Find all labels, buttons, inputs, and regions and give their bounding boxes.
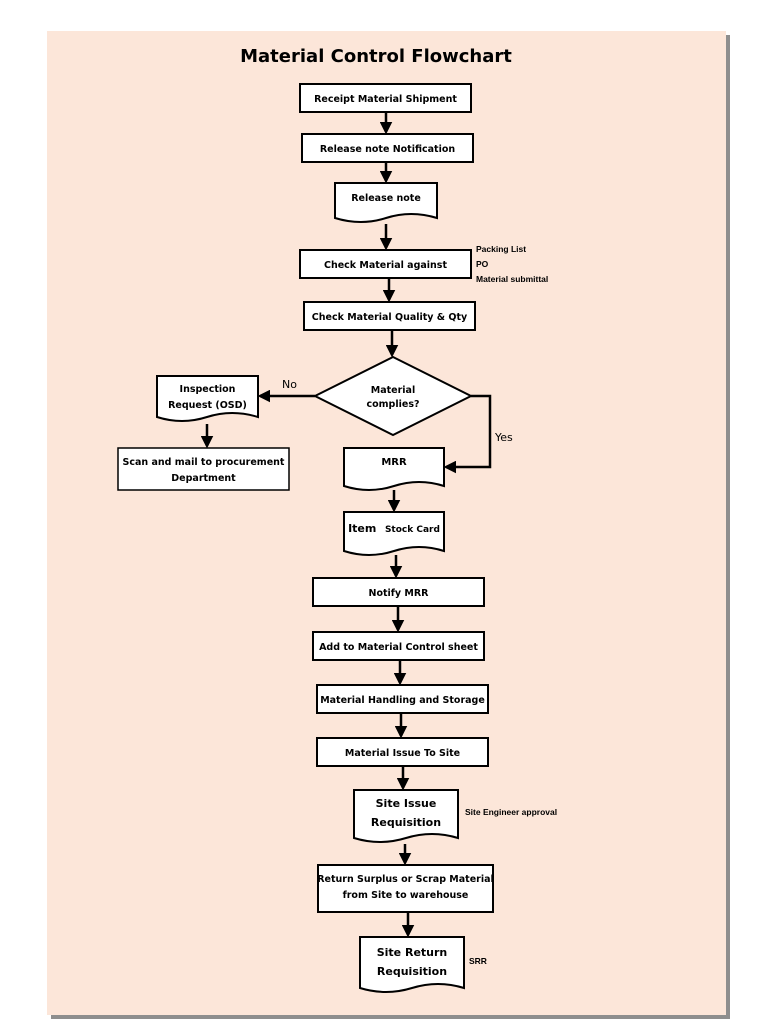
step-handling-label: Material Handling and Storage bbox=[320, 695, 485, 706]
step-check-quality-qty: Check Material Quality & Qty bbox=[303, 301, 476, 331]
branch-label-no: No bbox=[282, 378, 297, 391]
site-issue-line1: Site Issue bbox=[376, 797, 437, 810]
step-receipt-label: Receipt Material Shipment bbox=[314, 94, 457, 105]
step-issue-site-label: Material Issue To Site bbox=[345, 748, 460, 759]
check-list-annotation: Packing List PO Material submittal bbox=[476, 244, 548, 284]
stock-card-rest: Stock Card bbox=[385, 525, 440, 535]
annotation-packing-list: Packing List bbox=[476, 244, 526, 254]
annotation-po: PO bbox=[476, 259, 489, 269]
step-scan-and-mail: Scan and mail to procurement Department bbox=[117, 447, 290, 491]
inspection-line2: Request (OSD) bbox=[168, 400, 247, 411]
return-line1: Return Surplus or Scrap Material bbox=[317, 874, 494, 885]
doc-site-return-requisition: Site Return Requisition bbox=[359, 936, 465, 993]
step-add-material-control-sheet: Add to Material Control sheet bbox=[312, 631, 485, 661]
step-receipt-material-shipment: Receipt Material Shipment bbox=[299, 83, 472, 113]
step-check-quality-label: Check Material Quality & Qty bbox=[312, 312, 468, 323]
stock-card-text: Item Stock Card bbox=[348, 517, 440, 536]
stock-card-item-word: Item bbox=[348, 522, 376, 535]
step-notify-mrr-label: Notify MRR bbox=[369, 588, 430, 599]
doc-item-stock-card: Item Stock Card bbox=[343, 511, 445, 556]
flowchart-title: Material Control Flowchart bbox=[240, 46, 512, 67]
inspection-line1: Inspection bbox=[180, 384, 236, 395]
step-add-sheet-label: Add to Material Control sheet bbox=[319, 642, 478, 653]
annotation-site-engineer-approval: Site Engineer approval bbox=[465, 807, 557, 817]
step-material-issue-to-site: Material Issue To Site bbox=[316, 737, 489, 767]
branch-label-yes: Yes bbox=[494, 431, 513, 444]
arrow-decision-yes-to-mrr bbox=[443, 394, 492, 474]
doc-release-note-label: Release note bbox=[351, 193, 421, 204]
doc-inspection-request: Inspection Request (OSD) bbox=[156, 375, 259, 422]
decision-material-complies: Material complies? bbox=[312, 355, 474, 437]
step-material-handling-storage: Material Handling and Storage bbox=[316, 684, 489, 714]
decision-line2: complies? bbox=[367, 399, 420, 410]
return-line2: from Site to warehouse bbox=[343, 890, 469, 901]
doc-site-issue-requisition: Site Issue Requisition bbox=[353, 789, 459, 843]
connectors bbox=[200, 112, 492, 938]
doc-mrr-label: MRR bbox=[381, 457, 407, 468]
doc-release-note: Release note bbox=[334, 182, 438, 223]
scan-line1: Scan and mail to procurement bbox=[123, 457, 285, 468]
site-return-line2: Requisition bbox=[377, 965, 447, 978]
annotation-srr: SRR bbox=[469, 956, 487, 966]
scan-line2: Department bbox=[171, 473, 236, 484]
step-check-material-against: Check Material against bbox=[299, 249, 472, 279]
site-return-line1: Site Return bbox=[377, 946, 448, 959]
step-check-against-label: Check Material against bbox=[324, 260, 447, 271]
site-issue-line2: Requisition bbox=[371, 816, 441, 829]
doc-mrr: MRR bbox=[343, 447, 445, 491]
decision-line1: Material bbox=[371, 385, 415, 396]
step-release-note-notification: Release note Notification bbox=[301, 133, 474, 163]
annotation-material-submittal: Material submittal bbox=[476, 274, 548, 284]
step-notify-mrr: Notify MRR bbox=[312, 577, 485, 607]
step-return-surplus-scrap: Return Surplus or Scrap Material from Si… bbox=[317, 864, 494, 913]
step-release-notification-label: Release note Notification bbox=[320, 144, 456, 155]
